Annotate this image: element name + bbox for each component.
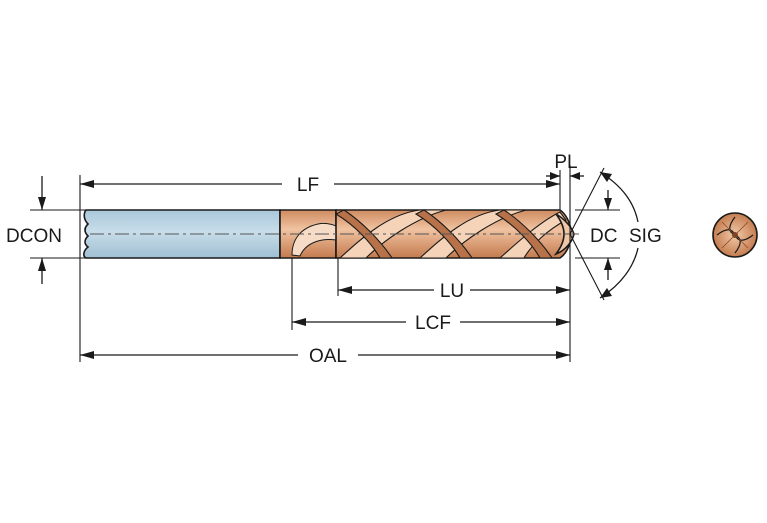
label-lf: LF <box>297 175 319 196</box>
dim-oal: OAL <box>80 346 570 367</box>
dim-dc: DC <box>590 190 617 280</box>
dim-lcf: LCF <box>292 313 570 334</box>
dim-pl: PL <box>546 152 584 180</box>
drill-body <box>83 209 582 259</box>
dim-lf: LF <box>80 175 560 196</box>
drill-end-view <box>712 212 758 258</box>
label-dcon: DCON <box>6 226 62 247</box>
label-sig: SIG <box>629 226 662 247</box>
label-dc: DC <box>590 226 617 247</box>
dim-sig: SIG <box>599 171 662 299</box>
label-lu: LU <box>440 281 464 302</box>
shank <box>83 209 281 259</box>
label-lcf: LCF <box>415 313 451 334</box>
label-pl: PL <box>554 152 577 173</box>
label-oal: OAL <box>309 346 347 367</box>
dim-lu: LU <box>338 281 570 302</box>
dim-dcon: DCON <box>6 176 62 284</box>
extension-lines <box>30 165 620 362</box>
